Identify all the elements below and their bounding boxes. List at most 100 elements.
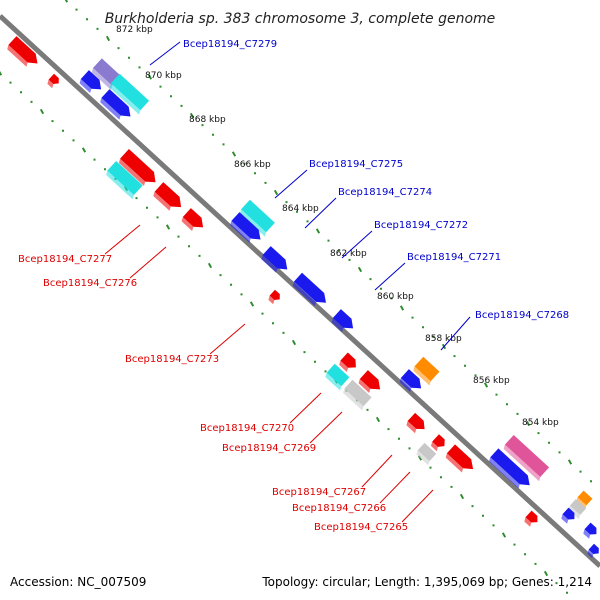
gene-label-c7266[interactable]: Bcep18194_C7266 — [292, 503, 386, 514]
gene-c7266 — [431, 434, 445, 452]
leader-c7273 — [209, 323, 246, 355]
reverse-strand-labels[interactable]: Bcep18194_C7277 Bcep18194_C7276 Bcep1819… — [18, 254, 408, 533]
leader-c7279 — [149, 41, 181, 66]
tick-dash-upper-24 — [315, 228, 321, 234]
tick-dash-upper-48 — [567, 459, 573, 465]
gene-c7263-body — [490, 448, 530, 486]
gene-c7269-shade — [358, 379, 371, 393]
gene-c7279c-shade — [100, 97, 121, 120]
gene-c7269 — [358, 370, 381, 393]
gene-label-c7279[interactable]: Bcep18194_C7279 — [183, 39, 277, 50]
gene-c7261-shade — [561, 514, 569, 524]
gene-c7277-body — [120, 149, 156, 183]
tick-dot-upper-49 — [579, 470, 582, 473]
gene-c7271b-body — [332, 309, 354, 329]
gene-c7277c-shade — [106, 170, 134, 200]
tick-dot-upper-39 — [474, 374, 477, 377]
gene-c7267-body — [407, 412, 425, 430]
gene-label-c7272[interactable]: Bcep18194_C7272 — [374, 220, 468, 231]
kbp-label-868: 868 kbp — [189, 115, 226, 125]
gene-c7268 — [413, 356, 440, 386]
tick-dot-upper-27 — [348, 258, 351, 261]
tick-dot-lower-21 — [219, 274, 222, 277]
tick-dot-lower-2 — [20, 91, 22, 94]
gene-label-c7277[interactable]: Bcep18194_C7277 — [18, 254, 112, 265]
tick-dash-lower-16 — [165, 224, 171, 230]
tick-dot-upper-22 — [296, 210, 298, 213]
tick-dash-upper-8 — [147, 74, 153, 80]
tick-dot-upper-37 — [453, 355, 456, 358]
tick-dot-upper-6 — [128, 56, 130, 59]
tick-dash-upper-44 — [525, 420, 531, 427]
tick-dot-upper-47 — [558, 451, 561, 454]
tick-dot-upper-3 — [96, 27, 99, 30]
gene-c7278 — [7, 36, 38, 67]
gene-label-c7271[interactable]: Bcep18194_C7271 — [407, 252, 501, 263]
tick-dot-upper-50 — [590, 480, 592, 483]
tick-dash-upper-0 — [64, 0, 69, 3]
gene-features[interactable] — [7, 36, 599, 559]
gene-c7279b — [79, 70, 102, 93]
gene-c7279b-body — [80, 70, 102, 90]
gene-label-c7268[interactable]: Bcep18194_C7268 — [475, 310, 569, 321]
tick-dot-lower-17 — [177, 235, 180, 238]
tick-dot-upper-14 — [212, 133, 214, 136]
gene-c7261-body — [562, 507, 575, 520]
gene-label-c7265[interactable]: Bcep18194_C7265 — [314, 522, 408, 533]
gene-c7270 — [339, 352, 356, 372]
gene-label-c7276[interactable]: Bcep18194_C7276 — [43, 278, 137, 289]
gene-c7269g — [343, 379, 372, 411]
gene-c7266-body — [432, 434, 445, 447]
accession-text: Accession: NC_007509 — [10, 575, 146, 589]
map-title: Burkholderia sp. 383 chromosome 3, compl… — [105, 11, 496, 27]
tick-dot-upper-15 — [222, 143, 225, 146]
tick-dot-upper-33 — [411, 316, 414, 319]
leader-c7267 — [361, 454, 393, 488]
tick-dot-lower-5 — [51, 120, 54, 123]
tick-dot-lower-45 — [471, 505, 474, 508]
gene-c7272-shade — [261, 255, 278, 273]
gene-label-c7273[interactable]: Bcep18194_C7273 — [125, 354, 219, 365]
gene-c7268b-shade — [399, 378, 412, 392]
gene-c7266-shade — [431, 441, 438, 452]
gene-label-c7267[interactable]: Bcep18194_C7267 — [272, 487, 366, 498]
label-leader-lines — [104, 41, 471, 523]
tick-dot-lower-1 — [9, 81, 12, 84]
forward-strand-labels[interactable]: Bcep18194_C7279 Bcep18194_C7275 Bcep1819… — [183, 39, 569, 321]
leader-c7270 — [289, 392, 322, 424]
gene-c7276b — [181, 208, 204, 231]
gene-label-c7274[interactable]: Bcep18194_C7274 — [338, 187, 432, 198]
gene-c7262g — [568, 499, 587, 520]
tick-dot-upper-7 — [138, 66, 141, 69]
kbp-label-854: 854 kbp — [522, 418, 559, 428]
tick-dash-lower-20 — [207, 262, 213, 269]
gene-c7267 — [406, 412, 425, 434]
tick-dot-lower-41 — [429, 466, 432, 469]
gene-label-c7275[interactable]: Bcep18194_C7275 — [309, 159, 403, 170]
gene-c7278-shade — [7, 44, 28, 67]
gene-label-c7269[interactable]: Bcep18194_C7269 — [222, 443, 316, 454]
tick-dot-upper-13 — [201, 124, 204, 127]
tick-dash-lower-24 — [249, 301, 255, 307]
kbp-label-862: 862 kbp — [330, 249, 367, 259]
tick-dot-lower-14 — [146, 206, 148, 209]
gene-c7279-body — [110, 73, 150, 111]
tick-dash-lower-28 — [291, 339, 297, 346]
tick-dot-lower-22 — [230, 283, 232, 286]
tick-dot-upper-35 — [432, 335, 435, 338]
gene-c7273-body — [269, 289, 280, 300]
gene-c7276-shade — [153, 191, 171, 211]
gene-label-c7270[interactable]: Bcep18194_C7270 — [200, 423, 294, 434]
gene-c7271b-shade — [331, 318, 344, 332]
tick-dot-lower-6 — [62, 129, 64, 132]
kbp-label-856: 856 kbp — [473, 376, 510, 386]
gene-c7275-body — [241, 199, 275, 233]
tick-dot-lower-9 — [93, 158, 96, 161]
gene-c7269-body — [359, 370, 381, 390]
scale-labels: 872 kbp 870 kbp 868 kbp 866 kbp 864 kbp … — [116, 25, 559, 428]
tick-dot-upper-2 — [86, 18, 88, 21]
tick-dot-lower-30 — [314, 360, 316, 363]
kbp-label-860: 860 kbp — [377, 292, 414, 302]
tick-dot-lower-25 — [261, 312, 264, 315]
gene-c7267-shade — [406, 421, 417, 434]
